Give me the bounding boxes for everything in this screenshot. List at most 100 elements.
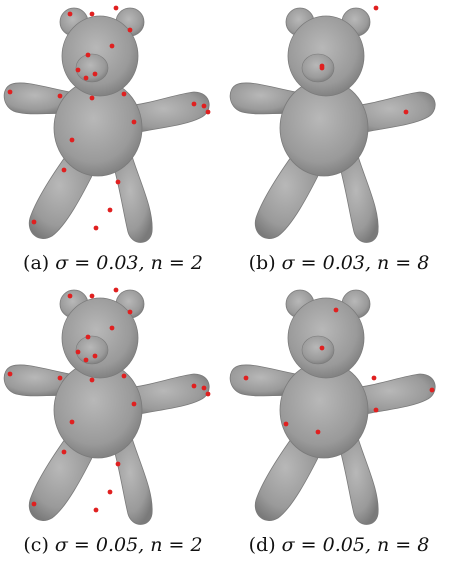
keypoint-marker xyxy=(75,349,81,355)
keypoint-marker xyxy=(115,179,121,185)
keypoint-marker xyxy=(31,219,37,225)
keypoint-marker xyxy=(92,71,98,77)
keypoint-marker xyxy=(191,383,197,389)
left-leg xyxy=(28,431,97,521)
right-leg xyxy=(111,155,153,243)
keypoint-marker xyxy=(403,109,409,115)
keypoint-marker xyxy=(127,309,133,315)
keypoint-marker xyxy=(373,5,379,11)
keypoint-marker xyxy=(127,27,133,33)
keypoint-marker xyxy=(83,357,89,363)
right-arm xyxy=(125,373,210,417)
keypoint-marker xyxy=(85,52,91,58)
keypoint-marker xyxy=(113,287,119,293)
keypoint-marker xyxy=(243,375,249,381)
right-leg xyxy=(337,155,379,243)
keypoint-marker xyxy=(315,429,321,435)
keypoint-marker xyxy=(371,375,377,381)
keypoint-marker xyxy=(205,109,211,115)
bear-body-group xyxy=(229,7,436,243)
keypoint-marker xyxy=(205,391,211,397)
left-arm xyxy=(3,82,73,115)
figure-panel-c: (c) σ = 0.05, n = 2 xyxy=(0,282,226,563)
keypoint-marker xyxy=(319,63,325,69)
keypoint-marker xyxy=(191,101,197,107)
keypoint-marker xyxy=(113,5,119,11)
keypoint-marker xyxy=(69,419,75,425)
figure-panel-b: (b) σ = 0.03, n = 8 xyxy=(226,0,452,281)
bear-body-group xyxy=(3,7,210,243)
right-arm xyxy=(351,91,436,135)
keypoint-marker xyxy=(93,507,99,513)
figure-panel-d: (d) σ = 0.05, n = 8 xyxy=(226,282,452,563)
caption-math-c: σ = 0.05, n = 2 xyxy=(54,534,203,556)
left-arm xyxy=(3,364,73,397)
keypoint-marker xyxy=(201,385,207,391)
keypoint-marker xyxy=(319,345,325,351)
figure-panel-a: (a) σ = 0.03, n = 2 xyxy=(0,0,226,281)
keypoints-group xyxy=(7,5,211,231)
caption-label-a: (a) xyxy=(23,252,50,274)
caption-b: (b) σ = 0.03, n = 8 xyxy=(226,252,452,274)
teddy-bear-mesh-c xyxy=(3,287,211,525)
keypoints-group xyxy=(243,307,435,435)
keypoint-marker xyxy=(373,407,379,413)
keypoint-marker xyxy=(115,461,121,467)
keypoints-group xyxy=(7,287,211,513)
keypoint-marker xyxy=(57,375,63,381)
caption-c: (c) σ = 0.05, n = 2 xyxy=(0,534,226,556)
snout xyxy=(301,335,335,365)
caption-d: (d) σ = 0.05, n = 8 xyxy=(226,534,452,556)
keypoint-marker xyxy=(131,119,137,125)
snout xyxy=(75,335,109,365)
keypoint-marker xyxy=(61,449,67,455)
keypoint-marker xyxy=(75,67,81,73)
snout xyxy=(301,53,335,83)
keypoint-marker xyxy=(93,225,99,231)
teddy-bear-mesh-b xyxy=(229,5,436,243)
keypoint-marker xyxy=(89,95,95,101)
left-leg xyxy=(254,431,323,521)
keypoint-marker xyxy=(429,387,435,393)
bear-body-group xyxy=(3,289,210,525)
keypoint-marker xyxy=(89,293,95,299)
caption-math-a: σ = 0.03, n = 2 xyxy=(55,252,203,274)
left-leg xyxy=(28,149,97,239)
keypoint-marker xyxy=(89,377,95,383)
keypoint-marker xyxy=(31,501,37,507)
caption-label-c: (c) xyxy=(23,534,49,556)
left-arm xyxy=(229,364,299,397)
keypoints-group xyxy=(319,5,409,115)
keypoint-marker xyxy=(121,373,127,379)
keypoint-marker xyxy=(107,489,113,495)
bear-body-group xyxy=(229,289,436,525)
keypoint-marker xyxy=(57,93,63,99)
right-arm xyxy=(351,373,436,417)
keypoint-marker xyxy=(109,325,115,331)
keypoint-marker xyxy=(121,91,127,97)
left-leg xyxy=(254,149,323,239)
right-leg xyxy=(111,437,153,525)
caption-label-d: (d) xyxy=(248,534,276,556)
snout xyxy=(75,53,109,83)
keypoint-marker xyxy=(109,43,115,49)
keypoint-marker xyxy=(67,11,73,17)
keypoint-marker xyxy=(69,137,75,143)
right-leg xyxy=(337,437,379,525)
keypoint-marker xyxy=(7,89,13,95)
caption-math-d: σ = 0.05, n = 8 xyxy=(281,534,430,556)
keypoint-marker xyxy=(333,307,339,313)
caption-label-b: (b) xyxy=(248,252,276,274)
teddy-bear-mesh-d xyxy=(229,289,436,525)
keypoint-marker xyxy=(92,353,98,359)
caption-a: (a) σ = 0.03, n = 2 xyxy=(0,252,226,274)
keypoint-marker xyxy=(67,293,73,299)
teddy-bear-mesh-a xyxy=(3,5,211,243)
left-arm xyxy=(229,82,299,115)
keypoint-marker xyxy=(7,371,13,377)
keypoint-marker xyxy=(89,11,95,17)
keypoint-marker xyxy=(107,207,113,213)
keypoint-marker xyxy=(283,421,289,427)
right-arm xyxy=(125,91,210,135)
keypoint-marker xyxy=(61,167,67,173)
